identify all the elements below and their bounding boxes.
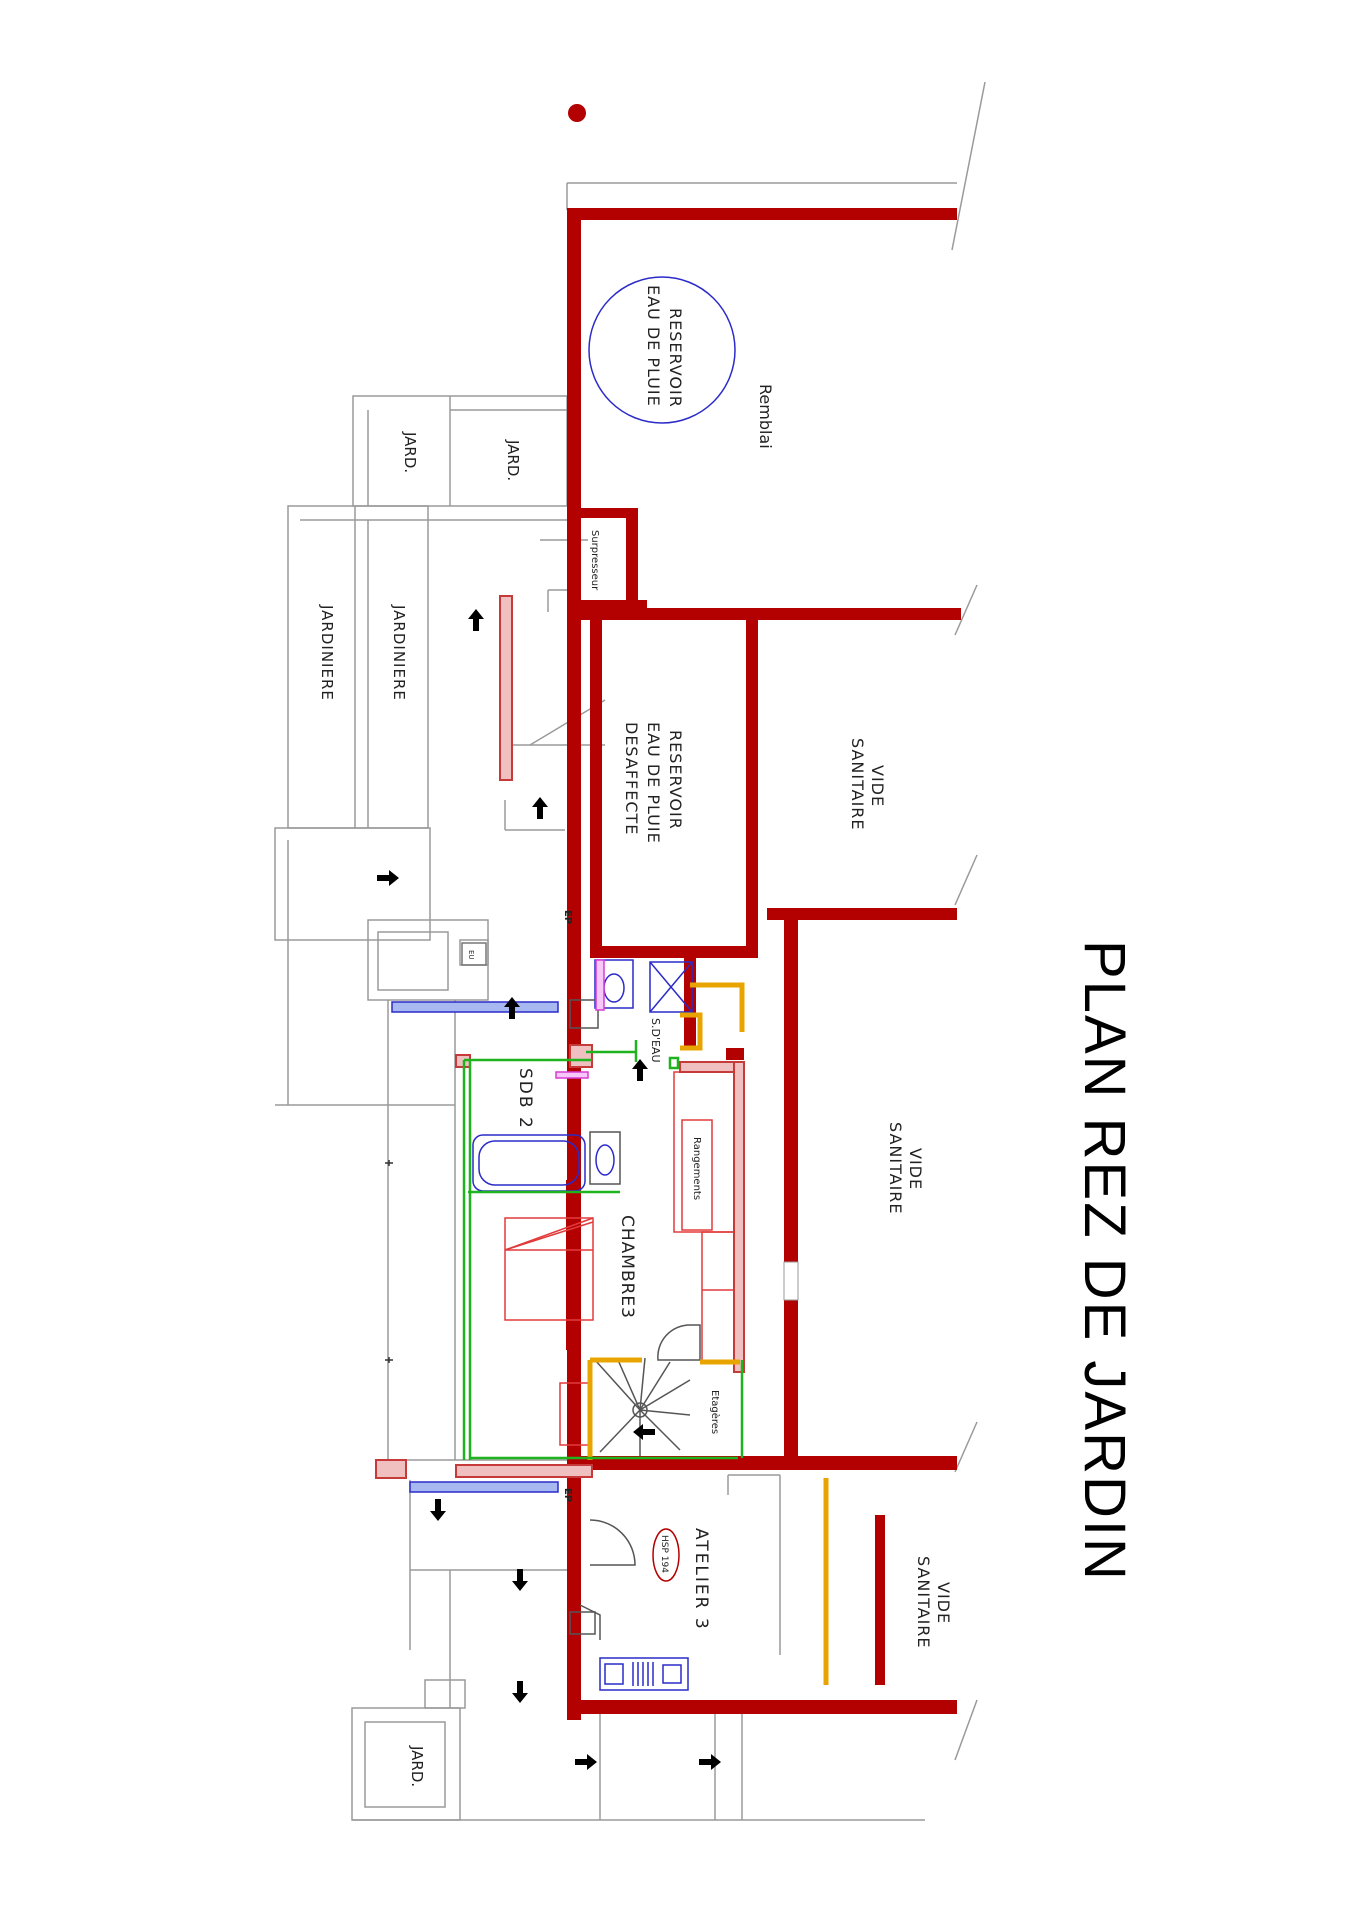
door-swing-atelier — [589, 1519, 636, 1566]
arrows — [377, 609, 721, 1770]
room-reservoir-1-line-1: RESERVOIR — [666, 308, 685, 408]
room-jard-a: JARD. — [504, 439, 522, 481]
room-vide-1-line-2: SANITAIRE — [848, 738, 867, 831]
hsp-badge: HSP 194 — [652, 1528, 680, 1582]
washbasin — [589, 1131, 621, 1185]
room-vide-1-line-1: VIDE — [868, 765, 887, 807]
wall-segment — [581, 608, 961, 620]
room-jard-b: JARD. — [401, 431, 419, 473]
room-vide-3-line-2: SANITAIRE — [914, 1556, 933, 1649]
room-jard-c: JARD. — [408, 1745, 426, 1787]
flow-arrow-icon — [377, 870, 399, 886]
wall-segment — [590, 946, 758, 958]
fixtures — [385, 104, 745, 1691]
flow-arrow-icon — [504, 997, 520, 1019]
room-sdb: SDB 2 — [515, 1068, 535, 1130]
wall-segment — [590, 618, 602, 958]
room-vide-2-line-2: SANITAIRE — [886, 1122, 905, 1215]
wall-opening — [783, 1261, 799, 1301]
wall-segment — [767, 908, 957, 920]
page-title: PLAN REZ DE JARDIN — [1072, 940, 1137, 1582]
room-chambre: CHAMBRE3 — [617, 1215, 637, 1319]
kitchen-unit — [599, 1657, 689, 1691]
bed — [504, 1217, 594, 1321]
wall-segment — [580, 1456, 957, 1470]
room-atelier: ATELIER 3 — [691, 1528, 711, 1631]
gutters — [391, 1001, 559, 1493]
wall-segment — [746, 618, 758, 958]
wall-segment — [784, 908, 798, 1468]
flow-arrow-icon — [632, 1059, 648, 1081]
wall-segment — [567, 1470, 581, 1720]
flow-arrow-icon — [575, 1754, 597, 1770]
eu-label: EU — [467, 950, 475, 960]
flow-arrow-icon — [512, 1681, 528, 1703]
wall-segment — [875, 1515, 885, 1685]
room-jardiniere-a: JARDINIERE — [390, 604, 408, 701]
room-reservoir-2-line-1: RESERVOIR — [666, 730, 685, 830]
wall-segment — [567, 208, 957, 220]
wall-segment — [567, 600, 647, 610]
flow-arrow-icon — [430, 1499, 446, 1521]
ep-marker-2: EP — [562, 1488, 573, 1502]
room-jardiniere-b: JARDINIERE — [318, 604, 336, 701]
wall-segment — [626, 508, 638, 610]
wall-segment — [726, 1048, 744, 1060]
wall-segment — [566, 1180, 581, 1350]
masonry — [375, 595, 745, 1479]
eu-box — [461, 942, 487, 966]
gutter-lower — [409, 1481, 559, 1493]
room-sdeau: S.D'EAU — [649, 1018, 662, 1063]
wall-segment — [567, 508, 637, 518]
structural-walls — [566, 208, 961, 1720]
room-surpresseur: Surpresseur — [589, 530, 600, 591]
green-lines — [462, 1040, 744, 1460]
wall-segment — [567, 1700, 957, 1714]
flow-arrow-icon — [633, 1424, 655, 1440]
magenta-marks — [555, 959, 605, 1079]
room-vide-3-line-1: VIDE — [934, 1582, 953, 1624]
wall-segment — [684, 958, 696, 1048]
hsp-label: HSP 194 — [659, 1535, 669, 1573]
room-remblai: Remblai — [756, 384, 775, 449]
room-reservoir-2-line-2: EAU DE PLUIE — [644, 722, 663, 844]
labels: PLAN REZ DE JARDIN RESERVOIR EAU DE PLUI… — [318, 285, 1137, 1787]
room-rangements: Rangements — [691, 1137, 702, 1200]
flow-arrow-icon — [699, 1754, 721, 1770]
flow-arrow-icon — [468, 609, 484, 631]
rain-tank-circle — [588, 276, 736, 424]
yellow-partitions — [587, 982, 829, 1685]
flow-arrow-icon — [532, 797, 548, 819]
red-dot — [568, 104, 586, 122]
spiral-stair — [594, 1324, 701, 1456]
room-reservoir-1-line-2: EAU DE PLUIE — [644, 285, 663, 407]
ep-marker-1: EP — [562, 910, 573, 924]
room-reservoir-2-line-3: DESAFFECTE — [622, 722, 641, 835]
flow-arrow-icon — [512, 1569, 528, 1591]
room-vide-2-line-1: VIDE — [906, 1148, 925, 1190]
room-etageres: Etagères — [709, 1390, 721, 1434]
gutter-upper — [391, 1001, 559, 1013]
